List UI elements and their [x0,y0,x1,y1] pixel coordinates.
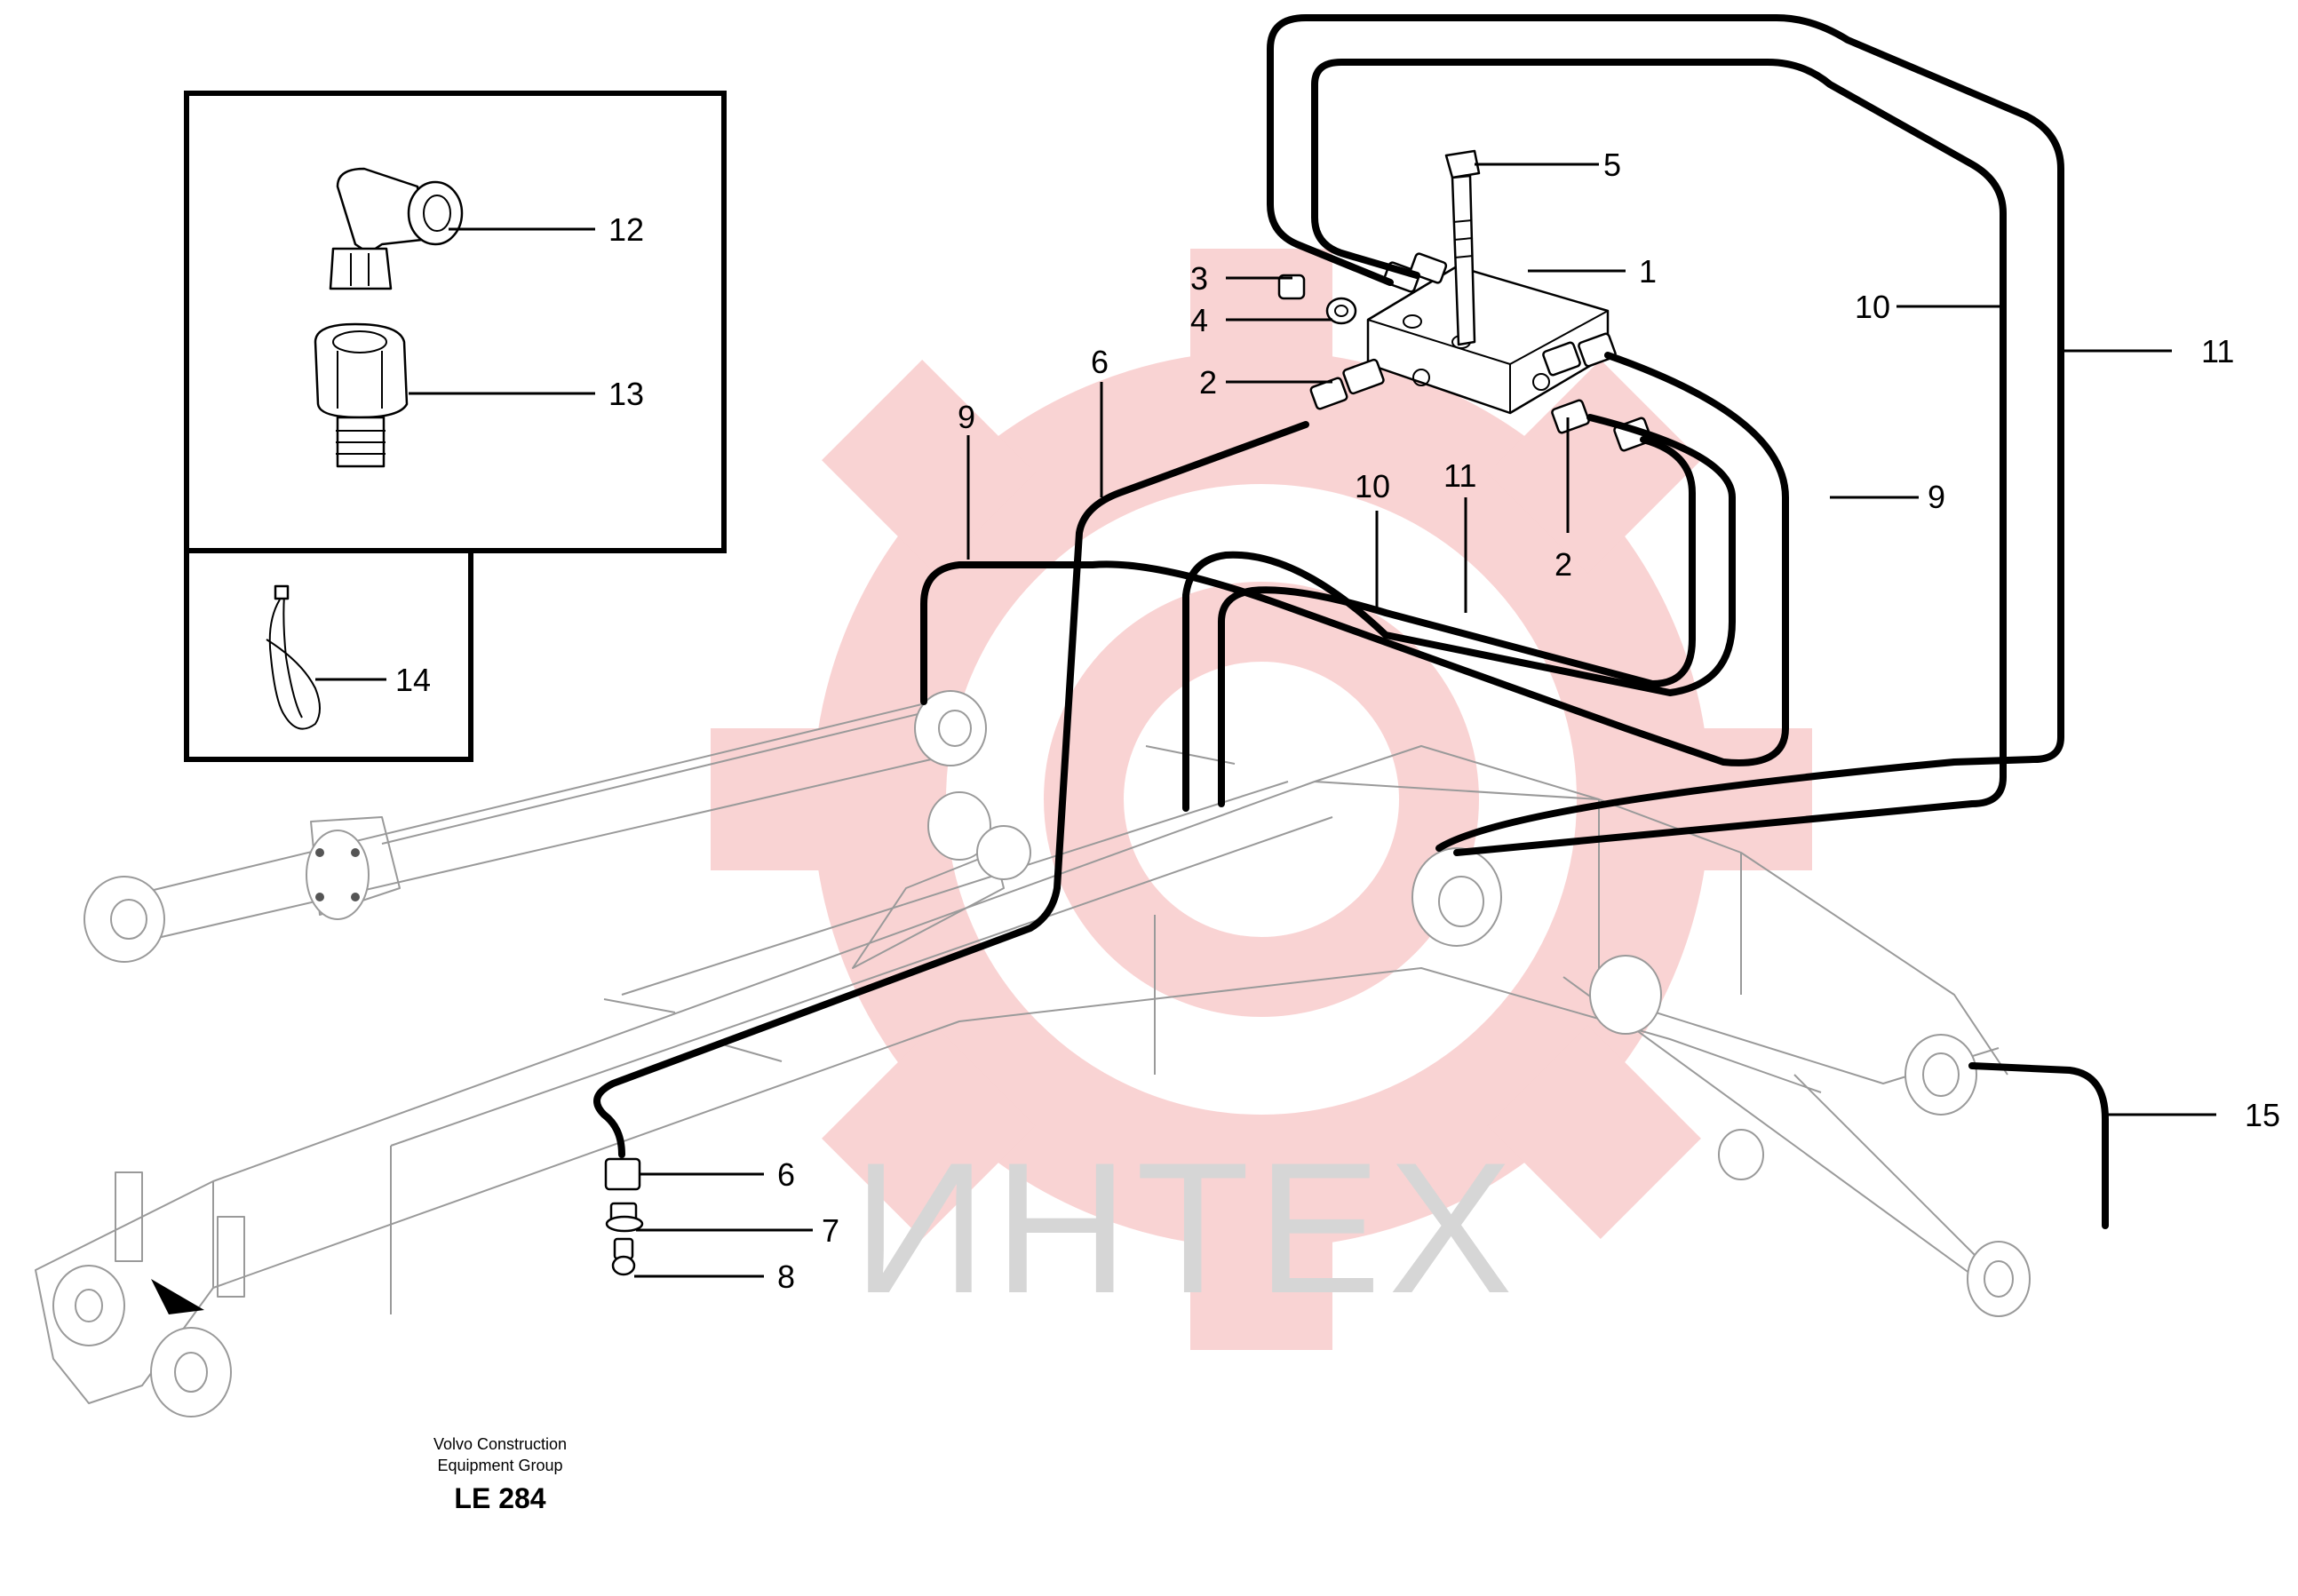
callout-14: 14 [395,662,431,698]
callout-numbers: 1 5 3 4 2 2 6 9 9 10 11 10 11 15 6 7 8 1… [395,147,2280,1295]
callout-13: 13 [608,376,644,412]
callout-5: 5 [1603,147,1621,183]
bolt [1444,149,1481,346]
callout-6-top: 6 [1091,344,1109,380]
callout-10-center: 10 [1355,468,1390,504]
boom-cylinder [83,690,1031,969]
watermark-logo [711,249,1812,1350]
inset-box-strap [184,548,473,762]
callout-2-left: 2 [1199,364,1217,401]
leader-lines [315,163,2216,1278]
drawing-footer: Volvo Construction Equipment Group LE 28… [433,1435,567,1514]
callout-2-right: 2 [1555,546,1572,583]
callout-15: 15 [2245,1097,2280,1133]
boom-structure [35,745,2031,1417]
callout-12: 12 [608,211,644,248]
watermark-text: ИНТЕХ [853,1124,1520,1332]
callout-11-right: 11 [2201,333,2234,369]
callout-7: 7 [822,1212,839,1249]
hoses [593,14,2109,1229]
callout-1: 1 [1639,253,1657,290]
company-line-1: Volvo Construction [433,1435,567,1453]
drawing-code: LE 284 [454,1482,545,1514]
callout-4: 4 [1190,302,1208,338]
callout-11-center: 11 [1443,457,1476,494]
callout-3: 3 [1190,260,1208,297]
grease-fittings [604,1157,644,1276]
callout-9-right: 9 [1928,479,1945,515]
callout-6-bottom: 6 [777,1156,795,1193]
adapter-fitting [314,322,409,468]
cable-tie [266,584,321,730]
inset-box-fittings [184,91,727,553]
company-line-2: Equipment Group [437,1457,562,1474]
callout-9-left: 9 [958,399,975,435]
callout-8: 8 [777,1259,795,1295]
callout-10-right: 10 [1855,289,1890,325]
elbow-fitting [329,167,464,290]
